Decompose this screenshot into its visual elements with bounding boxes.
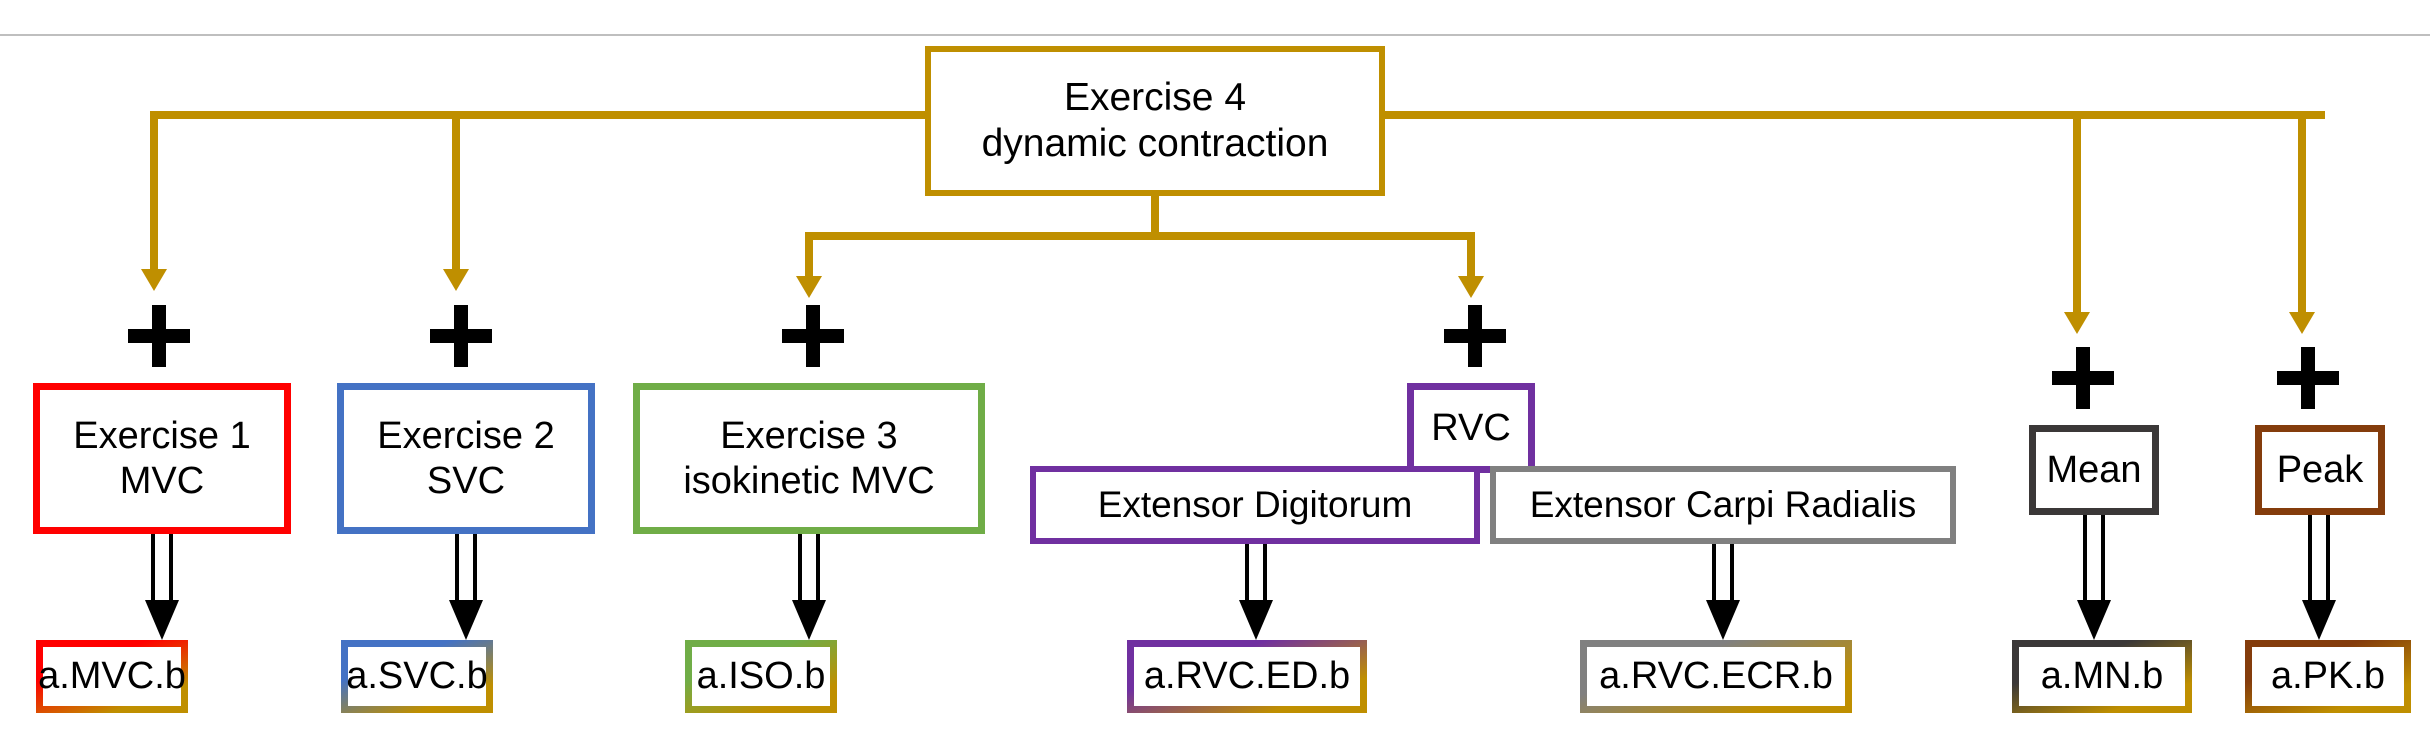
node-extensor-carpi-radialis[interactable]: Extensor Carpi Radialis bbox=[1490, 466, 1956, 544]
node-exercise-2-label: Exercise 2 SVC bbox=[377, 414, 555, 502]
arrow-line-left bbox=[151, 534, 155, 604]
arrow-exercise-1-to-output bbox=[145, 534, 179, 640]
plus-vertical-bar bbox=[152, 305, 166, 367]
arrowhead-rvc bbox=[1458, 276, 1484, 298]
connector-bus-lower bbox=[805, 232, 1475, 240]
node-output-a-pk-b[interactable]: a.PK.b bbox=[2245, 640, 2411, 713]
arrow-line-right bbox=[816, 534, 820, 604]
node-extensor-digitorum[interactable]: Extensor Digitorum bbox=[1030, 466, 1480, 544]
plus-icon-rvc bbox=[1444, 305, 1506, 367]
arrowhead-exercise-1 bbox=[141, 269, 167, 291]
node-exercise-4[interactable]: Exercise 4 dynamic contraction bbox=[925, 46, 1385, 196]
connector-root-right-stem bbox=[1382, 111, 2325, 119]
node-output-a-svc-b-label: a.SVC.b bbox=[346, 655, 488, 698]
plus-vertical-bar bbox=[454, 305, 468, 367]
node-output-a-rvc-ecr-b-label: a.RVC.ECR.b bbox=[1599, 655, 1833, 698]
node-exercise-2[interactable]: Exercise 2 SVC bbox=[337, 383, 595, 534]
arrow-extensor-digitorum-to-output bbox=[1239, 544, 1273, 640]
plus-icon-exercise-2 bbox=[430, 305, 492, 367]
arrow-line-right bbox=[2326, 515, 2330, 604]
output-box-fill bbox=[1134, 647, 1360, 706]
plus-vertical-bar bbox=[2301, 347, 2315, 409]
arrow-line-left bbox=[455, 534, 459, 604]
node-exercise-3-label: Exercise 3 isokinetic MVC bbox=[683, 414, 935, 502]
arrow-line-left bbox=[798, 534, 802, 604]
arrowhead-peak bbox=[2289, 312, 2315, 334]
node-output-a-rvc-ed-b-label: a.RVC.ED.b bbox=[1143, 655, 1351, 698]
node-mean-label: Mean bbox=[2046, 448, 2142, 491]
node-rvc[interactable]: RVC bbox=[1407, 383, 1535, 473]
node-exercise-4-label: Exercise 4 dynamic contraction bbox=[981, 75, 1329, 165]
arrow-mean-to-output bbox=[2077, 515, 2111, 640]
output-box-fill bbox=[692, 647, 830, 706]
plus-icon-peak bbox=[2277, 347, 2339, 409]
plus-icon-exercise-1 bbox=[128, 305, 190, 367]
output-box-fill bbox=[2252, 647, 2404, 706]
arrow-line-left bbox=[2308, 515, 2312, 604]
arrow-line-right bbox=[1730, 544, 1734, 604]
node-extensor-digitorum-label: Extensor Digitorum bbox=[1097, 484, 1413, 526]
arrow-line-left bbox=[1245, 544, 1249, 604]
connector-drop-rvc bbox=[1467, 232, 1475, 280]
node-rvc-label: RVC bbox=[1431, 406, 1511, 449]
arrow-exercise-3-to-output bbox=[792, 534, 826, 640]
plus-vertical-bar bbox=[1468, 305, 1482, 367]
node-output-a-mvc-b[interactable]: a.MVC.b bbox=[36, 640, 188, 713]
arrow-line-left bbox=[2083, 515, 2087, 604]
plus-vertical-bar bbox=[2076, 347, 2090, 409]
arrowhead bbox=[1239, 600, 1273, 640]
arrow-exercise-2-to-output bbox=[449, 534, 483, 640]
arrowhead bbox=[792, 600, 826, 640]
output-box-fill bbox=[2019, 647, 2185, 706]
arrowhead bbox=[2077, 600, 2111, 640]
connector-root-stem-down bbox=[1151, 196, 1159, 240]
plus-icon-mean bbox=[2052, 347, 2114, 409]
connector-drop-mean bbox=[2073, 111, 2081, 316]
arrowhead-exercise-3 bbox=[796, 276, 822, 298]
arrow-line-right bbox=[1263, 544, 1267, 604]
node-exercise-1-label: Exercise 1 MVC bbox=[73, 414, 251, 502]
connector-drop-exercise-2 bbox=[452, 111, 460, 273]
arrow-extensor-carpi-radialis-to-output bbox=[1706, 544, 1740, 640]
arrowhead bbox=[145, 600, 179, 640]
output-box-fill bbox=[348, 647, 486, 706]
node-mean[interactable]: Mean bbox=[2029, 425, 2159, 515]
arrowhead bbox=[2302, 600, 2336, 640]
connector-drop-exercise-1 bbox=[150, 111, 158, 273]
arrowhead-mean bbox=[2064, 312, 2090, 334]
output-box-fill bbox=[1587, 647, 1845, 706]
node-output-a-iso-b[interactable]: a.ISO.b bbox=[685, 640, 837, 713]
arrow-line-right bbox=[2101, 515, 2105, 604]
arrow-line-right bbox=[169, 534, 173, 604]
node-exercise-1[interactable]: Exercise 1 MVC bbox=[33, 383, 291, 534]
connector-drop-peak bbox=[2298, 111, 2306, 316]
node-peak[interactable]: Peak bbox=[2255, 425, 2385, 515]
node-output-a-svc-b[interactable]: a.SVC.b bbox=[341, 640, 493, 713]
arrowhead bbox=[1706, 600, 1740, 640]
arrow-line-left bbox=[1712, 544, 1716, 604]
output-box-fill bbox=[43, 647, 181, 706]
connector-root-left-stem bbox=[150, 111, 930, 119]
node-output-a-mvc-b-label: a.MVC.b bbox=[38, 655, 186, 698]
node-extensor-carpi-radialis-label: Extensor Carpi Radialis bbox=[1529, 484, 1917, 526]
arrowhead-exercise-2 bbox=[443, 269, 469, 291]
connector-drop-exercise-3 bbox=[805, 232, 813, 280]
node-output-a-mn-b[interactable]: a.MN.b bbox=[2012, 640, 2192, 713]
node-output-a-pk-b-label: a.PK.b bbox=[2270, 655, 2386, 698]
plus-icon-exercise-3 bbox=[782, 305, 844, 367]
arrowhead bbox=[449, 600, 483, 640]
node-peak-label: Peak bbox=[2276, 448, 2364, 491]
plus-vertical-bar bbox=[806, 305, 820, 367]
header-divider bbox=[0, 34, 2430, 36]
node-output-a-iso-b-label: a.ISO.b bbox=[696, 655, 826, 698]
node-exercise-3[interactable]: Exercise 3 isokinetic MVC bbox=[633, 383, 985, 534]
node-output-a-rvc-ecr-b[interactable]: a.RVC.ECR.b bbox=[1580, 640, 1852, 713]
arrow-peak-to-output bbox=[2302, 515, 2336, 640]
node-output-a-mn-b-label: a.MN.b bbox=[2040, 655, 2164, 698]
arrow-line-right bbox=[473, 534, 477, 604]
node-output-a-rvc-ed-b[interactable]: a.RVC.ED.b bbox=[1127, 640, 1367, 713]
